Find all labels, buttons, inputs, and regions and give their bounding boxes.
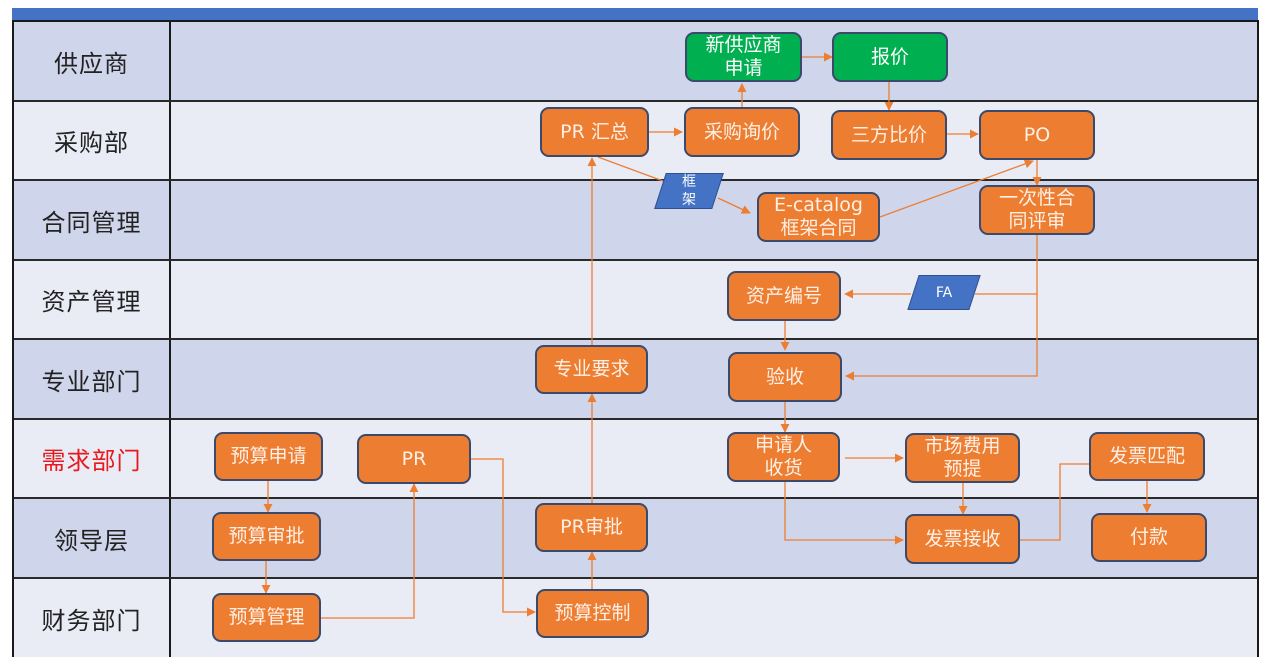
node-invoice-receipt[interactable]: 发票接收 xyxy=(905,514,1020,564)
node-acceptance[interactable]: 验收 xyxy=(728,352,842,402)
lane-label: 专业部门 xyxy=(14,340,171,418)
node-budget-control[interactable]: 预算控制 xyxy=(536,589,649,638)
lane-requester: 需求部门 xyxy=(14,420,1257,499)
node-new-supplier-application[interactable]: 新供应商 申请 xyxy=(685,32,802,82)
data-framework[interactable]: 框 架 xyxy=(654,173,724,209)
lane-asset: 资产管理 xyxy=(14,261,1257,340)
lane-label: 合同管理 xyxy=(14,181,171,259)
node-market-expense-accrual[interactable]: 市场费用 预提 xyxy=(905,433,1020,483)
node-budget-approval[interactable]: 预算审批 xyxy=(212,512,321,561)
data-fa-label: FA xyxy=(935,284,953,301)
node-purchase-inquiry[interactable]: 采购询价 xyxy=(684,107,800,157)
lane-label: 资产管理 xyxy=(14,261,171,338)
node-professional-requirements[interactable]: 专业要求 xyxy=(535,345,648,394)
lane-label: 供应商 xyxy=(14,22,171,100)
node-one-time-contract-review[interactable]: 一次性合 同评审 xyxy=(979,185,1095,235)
node-budget-management[interactable]: 预算管理 xyxy=(212,593,321,642)
node-budget-application[interactable]: 预算申请 xyxy=(214,432,323,481)
node-requester-receipt[interactable]: 申请人 收货 xyxy=(727,432,840,482)
lane-supplier: 供应商 xyxy=(14,22,1257,102)
node-asset-number[interactable]: 资产编号 xyxy=(727,271,841,321)
node-quote[interactable]: 报价 xyxy=(832,32,948,82)
data-fa[interactable]: FA xyxy=(907,275,981,310)
node-invoice-matching[interactable]: 发票匹配 xyxy=(1089,432,1205,481)
data-framework-label: 框 架 xyxy=(682,174,696,208)
header-bar xyxy=(12,8,1258,20)
lane-label: 领导层 xyxy=(14,499,171,577)
lane-label: 财务部门 xyxy=(14,579,171,657)
lane-label: 需求部门 xyxy=(14,420,171,497)
node-pr-summary[interactable]: PR 汇总 xyxy=(540,107,649,157)
node-payment[interactable]: 付款 xyxy=(1091,513,1207,562)
node-pr-approval[interactable]: PR审批 xyxy=(535,503,648,552)
node-pr[interactable]: PR xyxy=(357,434,471,484)
node-three-way-compare[interactable]: 三方比价 xyxy=(831,110,947,160)
node-po[interactable]: PO xyxy=(979,110,1095,160)
lane-label: 采购部 xyxy=(14,102,171,179)
node-ecatalog-framework-contract[interactable]: E-catalog 框架合同 xyxy=(757,192,880,242)
